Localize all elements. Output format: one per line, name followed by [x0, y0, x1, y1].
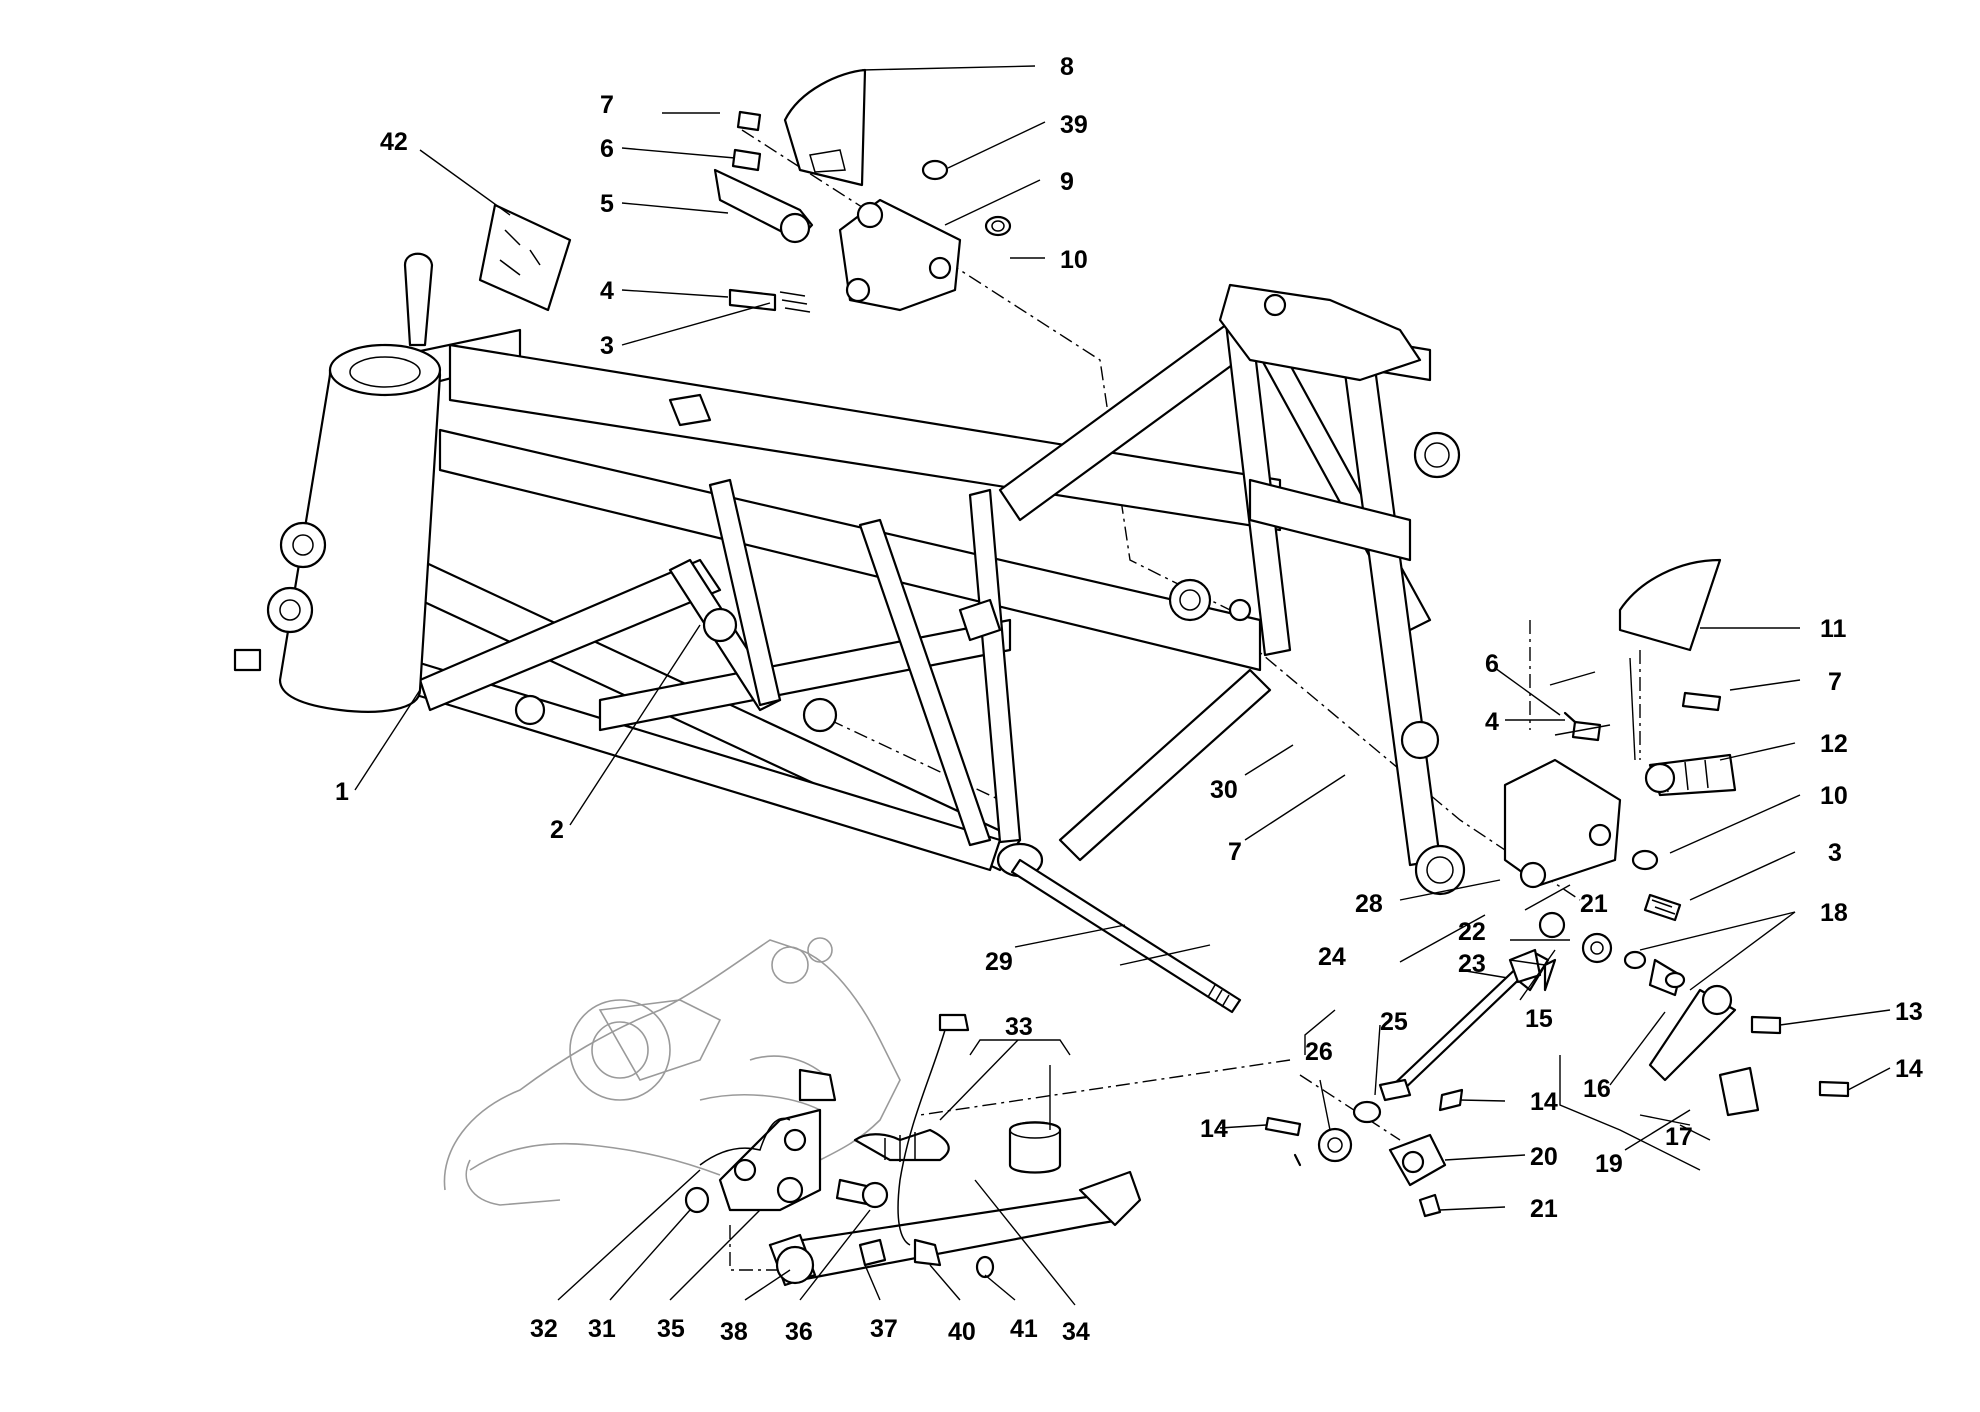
leader-lines: [354, 65, 1891, 1306]
trellis-frame: [233, 252, 1466, 896]
callout-23: 23: [1458, 950, 1486, 978]
callout-11: 11: [1820, 615, 1847, 643]
callout-33: 33: [1005, 1013, 1033, 1041]
callout-12: 12: [1820, 730, 1848, 758]
callout-16: 18: [1820, 899, 1848, 927]
callout-21: 21: [1530, 1195, 1558, 1223]
callout-4: 4: [1485, 708, 1499, 736]
callout-19: 19: [1595, 1150, 1623, 1178]
callout-21: 21: [1580, 890, 1608, 918]
callout-4: 4: [600, 277, 614, 305]
engine-outline: [443, 937, 901, 1206]
callout-29: 29: [985, 948, 1013, 976]
callout-8: 8: [1060, 53, 1074, 81]
callout-14: 14: [1895, 1055, 1923, 1083]
callout-5: 5: [600, 190, 614, 218]
callout-7: 7: [1228, 838, 1242, 866]
callout-24: 24: [1318, 943, 1346, 971]
callout-28: 28: [1355, 890, 1383, 918]
callout-labels: 7 6 5 4 3 42 8 39 9 10 1 2 30 7 6 4 11 7…: [335, 53, 1923, 1346]
callout-7: 7: [600, 91, 614, 119]
callout-40: 40: [948, 1318, 976, 1346]
callout-10: 10: [1820, 782, 1848, 810]
plate-42: [478, 203, 572, 312]
callout-6: 6: [1485, 650, 1499, 678]
callout-17: 16: [1583, 1075, 1611, 1103]
right-footrest-assembly: [1459, 558, 1850, 1117]
callout-15: 15: [1525, 1005, 1553, 1033]
callout-25: 25: [1380, 1008, 1408, 1036]
callout-39: 39: [1060, 111, 1088, 139]
callout-3: 3: [600, 332, 614, 360]
callout-14: 14: [1200, 1115, 1228, 1143]
callout-31: 31: [588, 1315, 616, 1343]
side-stand-assembly: [684, 1013, 1142, 1287]
callout-18: 17: [1665, 1123, 1693, 1151]
left-footrest-assembly: [713, 68, 1012, 313]
callout-41: 41: [1010, 1315, 1038, 1343]
callout-9: 9: [1060, 168, 1074, 196]
callout-32: 32: [530, 1315, 558, 1343]
spindle-29: [1010, 858, 1242, 1014]
callout-10: 10: [1060, 246, 1088, 274]
callout-22: 22: [1458, 918, 1486, 946]
shift-rod-assembly: [1264, 948, 1542, 1218]
callout-26: 26: [1305, 1038, 1333, 1066]
callout-13: 13: [1895, 998, 1923, 1026]
callout-6: 6: [600, 135, 614, 163]
callout-35: 35: [657, 1315, 685, 1343]
callout-30: 30: [1210, 776, 1238, 804]
callout-36: 36: [785, 1318, 813, 1346]
callout-1: 1: [335, 778, 349, 806]
callout-37: 37: [870, 1315, 898, 1343]
callout-20: 20: [1530, 1143, 1558, 1171]
callout-38: 38: [720, 1318, 748, 1346]
callout-7: 7: [1828, 668, 1842, 696]
callout-14: 14: [1530, 1088, 1558, 1116]
callout-34: 34: [1062, 1318, 1090, 1346]
callout-42: 42: [380, 128, 408, 156]
callout-3: 3: [1828, 839, 1842, 867]
callout-2: 2: [550, 816, 564, 844]
